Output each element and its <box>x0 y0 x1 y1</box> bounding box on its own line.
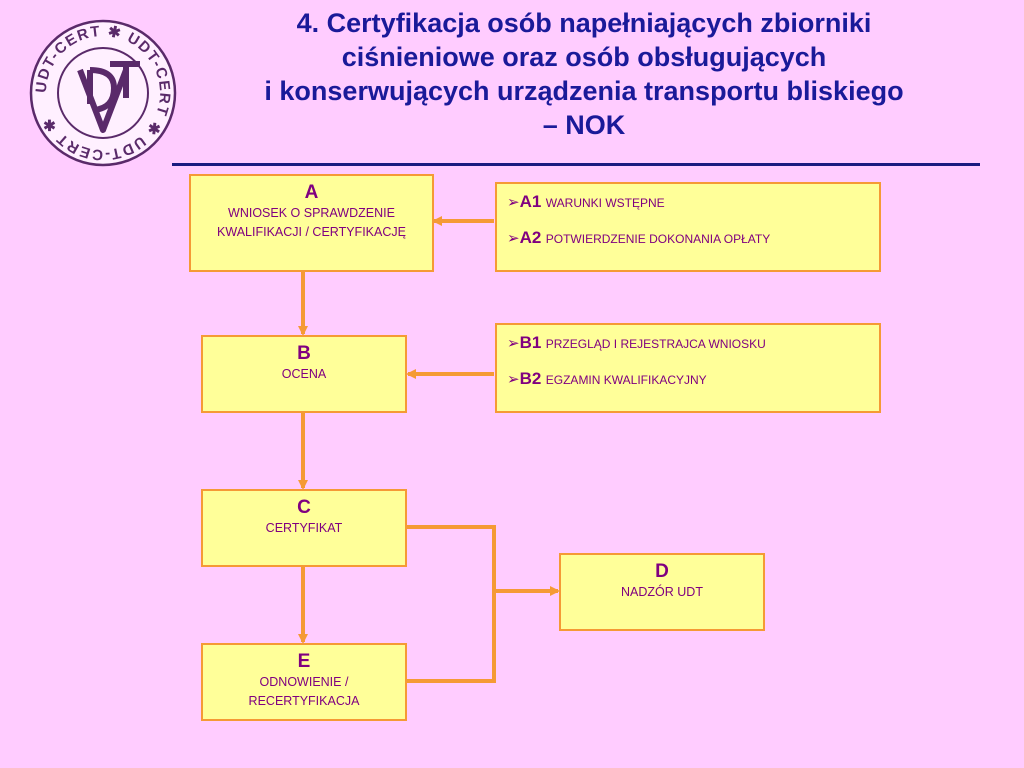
step-b1: ➢B1 PRZEGLĄD I REJESTRAJCA WNIOSKU <box>507 333 871 353</box>
title-line-2: ciśnieniowe oraz osób obsługujących <box>341 42 827 72</box>
title-line-1: 4. Certyfikacja osób napełniających zbio… <box>296 8 872 38</box>
step-a1: ➢A1 WARUNKI WSTĘPNE <box>507 192 871 212</box>
box-c-desc: CERTYFIKAT <box>265 521 343 535</box>
box-d-supervision: D NADZÓR UDT <box>559 553 765 631</box>
page-title: 4. Certyfikacja osób napełniających zbio… <box>172 6 996 142</box>
title-line-4: – NOK <box>542 110 626 140</box>
step-b2: ➢B2 EGZAMIN KWALIFIKACYJNY <box>507 369 871 389</box>
bullet-arrow-icon: ➢ <box>507 194 520 211</box>
box-d-desc: NADZÓR UDT <box>621 585 703 599</box>
step-b1-text: PRZEGLĄD I REJESTRAJCA WNIOSKU <box>545 337 766 351</box>
box-group-a: ➢A1 WARUNKI WSTĘPNE ➢A2 POTWIERDZENIE DO… <box>495 182 881 272</box>
bullet-arrow-icon: ➢ <box>507 335 520 352</box>
box-a-desc: WNIOSEK O SPRAWDZENIE KWALIFIKACJI / CER… <box>217 206 406 239</box>
step-b2-code: B2 <box>519 369 542 388</box>
box-e-renewal: E ODNOWIENIE / RECERTYFIKACJA <box>201 643 407 721</box>
box-b-assessment: B OCENA <box>201 335 407 413</box>
title-divider <box>172 163 980 166</box>
box-d-letter: D <box>655 561 669 582</box>
box-e-desc: ODNOWIENIE / RECERTYFIKACJA <box>248 675 360 708</box>
step-a1-text: WARUNKI WSTĘPNE <box>545 196 665 210</box>
step-a2-text: POTWIERDZENIE DOKONANIA OPŁATY <box>545 232 771 246</box>
box-c-letter: C <box>297 497 311 518</box>
box-c-certificate: C CERTYFIKAT <box>201 489 407 567</box>
step-a2-code: A2 <box>519 228 542 247</box>
box-a-application: A WNIOSEK O SPRAWDZENIE KWALIFIKACJI / C… <box>189 174 434 272</box>
box-group-b: ➢B1 PRZEGLĄD I REJESTRAJCA WNIOSKU ➢B2 E… <box>495 323 881 413</box>
udt-cert-logo-icon: UDT-CERT ✱ UDT-CERT ✱ UDT-CERT ✱ <box>29 19 177 167</box>
step-a1-code: A1 <box>519 192 542 211</box>
bullet-arrow-icon: ➢ <box>507 371 520 388</box>
line-c-to-bus <box>407 525 496 683</box>
box-b-letter: B <box>297 343 311 364</box>
step-b2-text: EGZAMIN KWALIFIKACYJNY <box>545 373 707 387</box>
bullet-arrow-icon: ➢ <box>507 230 520 247</box>
box-b-desc: OCENA <box>281 367 327 381</box>
box-e-letter: E <box>297 651 311 672</box>
step-b1-code: B1 <box>519 333 542 352</box>
box-a-letter: A <box>304 182 319 203</box>
title-line-3: i konserwujących urządzenia transportu b… <box>264 76 904 106</box>
step-a2: ➢A2 POTWIERDZENIE DOKONANIA OPŁATY <box>507 228 871 248</box>
